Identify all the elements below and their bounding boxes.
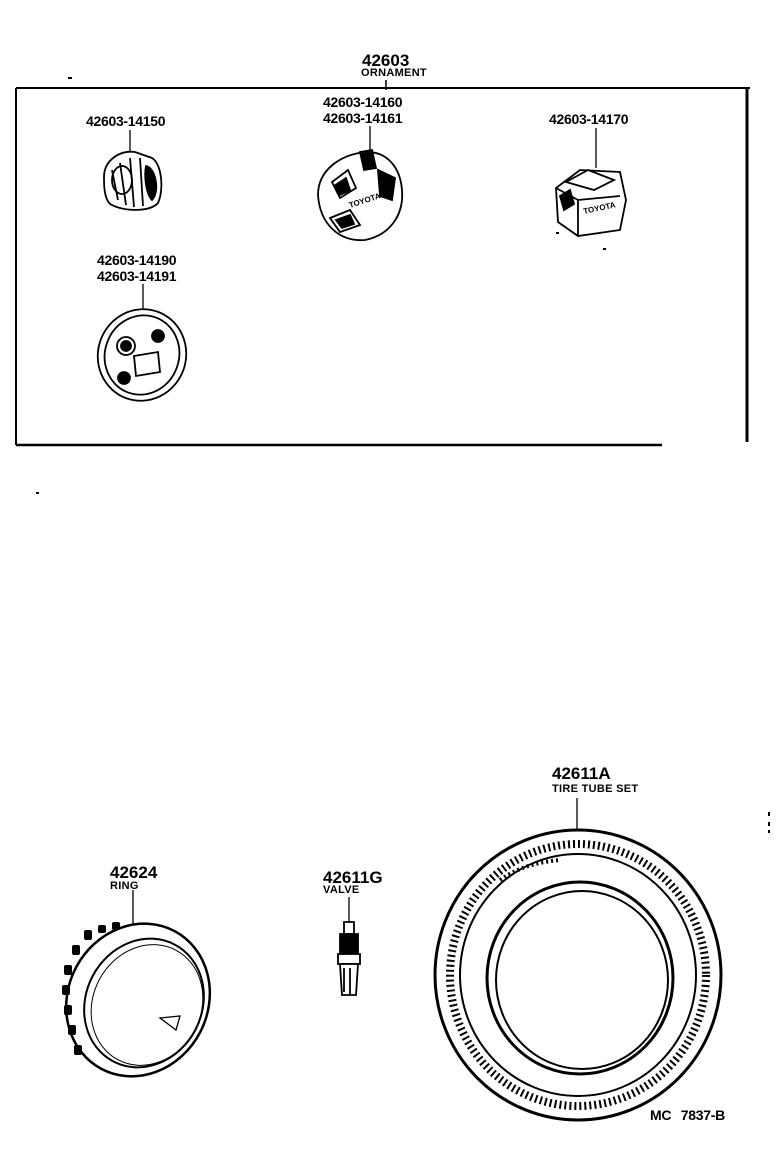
tire-name: TIRE TUBE SET — [552, 783, 639, 795]
tire-part — [433, 828, 723, 1122]
part-number-14161: 42603-14161 — [323, 110, 403, 126]
ornament-cap-14150 — [103, 150, 163, 211]
ornament-hub-14160: TOYOTA — [317, 148, 403, 241]
print-specks — [36, 77, 770, 833]
ornament-cap-14170: TOYOTA — [555, 169, 627, 237]
valve-name: VALVE — [323, 884, 360, 896]
part-number-14191: 42603-14191 — [97, 268, 177, 284]
valve-part — [337, 921, 361, 996]
ornament-group-frame — [15, 80, 750, 447]
tire-number: 42611A — [552, 764, 611, 783]
part-number-14170: 42603-14170 — [549, 111, 629, 127]
footer-code: MC 7837-B — [650, 1107, 725, 1123]
ring-number: 42624 — [110, 863, 158, 882]
leader-lines — [129, 126, 597, 925]
ornament-name: ORNAMENT — [361, 67, 427, 79]
part-number-14160: 42603-14160 — [323, 94, 403, 110]
ring-name: RING — [110, 880, 139, 892]
ornament-hubcap-14190 — [96, 308, 188, 402]
valve-number: 42611G — [323, 868, 383, 887]
ornament-number: 42603 — [362, 51, 410, 70]
part-number-14150: 42603-14150 — [86, 113, 166, 129]
part-number-14190: 42603-14190 — [97, 252, 177, 268]
ring-part — [62, 922, 212, 1078]
